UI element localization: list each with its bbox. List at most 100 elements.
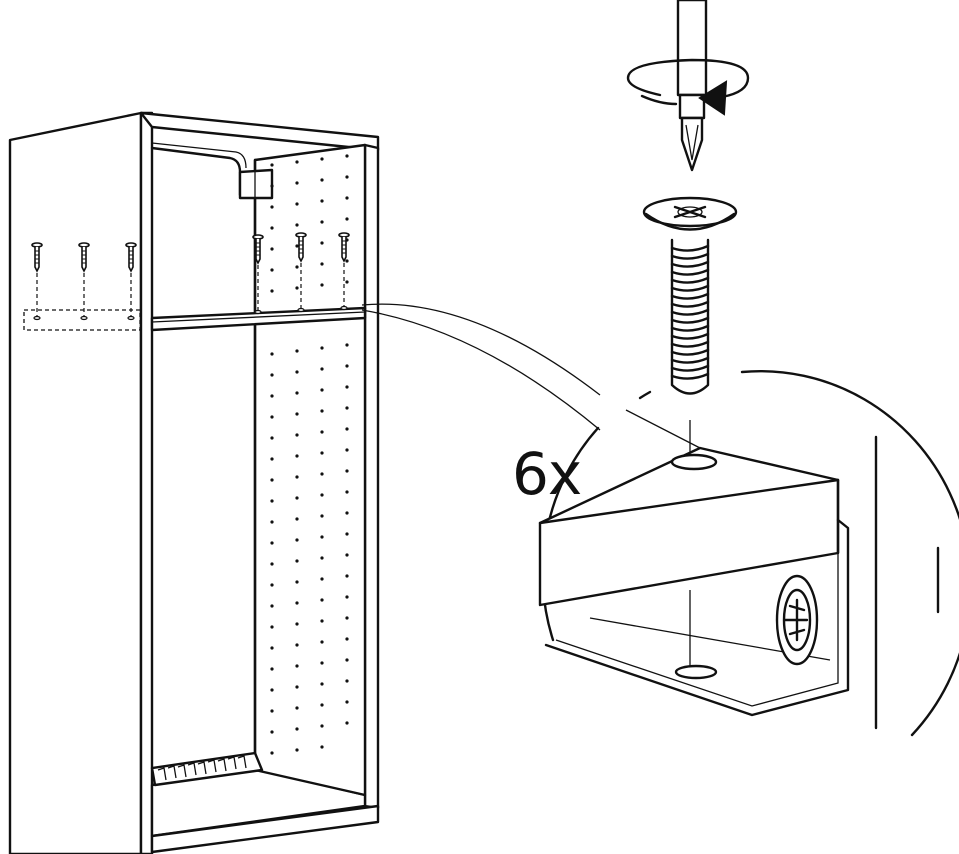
detail-magnified-view bbox=[538, 370, 959, 737]
pin-hole bbox=[295, 685, 299, 689]
cabinet-top-panel bbox=[139, 111, 380, 152]
pin-hole bbox=[345, 448, 349, 452]
pin-hole bbox=[320, 619, 324, 623]
pin-hole bbox=[295, 559, 299, 563]
pin-hole bbox=[320, 682, 324, 686]
pin-hole bbox=[270, 625, 274, 629]
small-screw bbox=[252, 234, 264, 315]
screw-thread bbox=[670, 316, 710, 324]
pin-hole bbox=[345, 490, 349, 494]
small-screw bbox=[78, 242, 90, 321]
pin-hole bbox=[345, 721, 349, 725]
pin-hole bbox=[320, 703, 324, 707]
pin-hole bbox=[270, 352, 274, 356]
pin-hole bbox=[320, 220, 324, 224]
pin-hole bbox=[295, 202, 299, 206]
pin-hole bbox=[345, 343, 349, 347]
pin-hole bbox=[270, 730, 274, 734]
pin-hole bbox=[345, 616, 349, 620]
screw-thread bbox=[670, 372, 710, 380]
pin-hole bbox=[320, 262, 324, 266]
pin-hole bbox=[270, 604, 274, 608]
pin-hole bbox=[345, 532, 349, 536]
pin-hole bbox=[270, 667, 274, 671]
pin-hole bbox=[270, 436, 274, 440]
screw-thread bbox=[670, 276, 710, 284]
pin-hole bbox=[320, 493, 324, 497]
pin-hole bbox=[295, 601, 299, 605]
screwdriver-shaft bbox=[676, 0, 708, 97]
pin-hole bbox=[270, 415, 274, 419]
pin-hole bbox=[320, 724, 324, 728]
pin-hole bbox=[295, 622, 299, 626]
pin-hole bbox=[270, 541, 274, 545]
pin-hole bbox=[295, 391, 299, 395]
pin-hole bbox=[345, 280, 349, 284]
pin-hole bbox=[270, 289, 274, 293]
pin-hole bbox=[270, 709, 274, 713]
pin-hole bbox=[295, 265, 299, 269]
pin-hole bbox=[320, 430, 324, 434]
screw-thread bbox=[670, 284, 710, 292]
screw-thread bbox=[670, 348, 710, 356]
pin-hole bbox=[270, 373, 274, 377]
bracket-screw-hole bbox=[674, 664, 718, 680]
pin-hole bbox=[345, 658, 349, 662]
pin-hole bbox=[295, 412, 299, 416]
pin-hole bbox=[320, 745, 324, 749]
pin-hole bbox=[345, 700, 349, 704]
screw-thread bbox=[670, 260, 710, 268]
pin-hole bbox=[320, 514, 324, 518]
pin-hole bbox=[270, 226, 274, 230]
cabinet-left-panel bbox=[8, 111, 143, 854]
pin-hole bbox=[345, 364, 349, 368]
pin-hole bbox=[345, 217, 349, 221]
screw-thread bbox=[670, 340, 710, 348]
small-screw bbox=[338, 232, 350, 311]
pin-hole bbox=[345, 427, 349, 431]
pin-hole bbox=[320, 451, 324, 455]
screw-thread bbox=[670, 300, 710, 308]
screw-thread bbox=[670, 308, 710, 316]
rotate-clockwise-arrow bbox=[626, 58, 750, 116]
pin-hole bbox=[295, 580, 299, 584]
pin-hole bbox=[270, 520, 274, 524]
pin-hole bbox=[345, 469, 349, 473]
pin-hole bbox=[270, 205, 274, 209]
pin-hole bbox=[320, 178, 324, 182]
hinge-block bbox=[238, 168, 274, 200]
pin-hole bbox=[270, 394, 274, 398]
cabinet-bottom-edge bbox=[150, 804, 380, 854]
pin-hole bbox=[345, 511, 349, 515]
pin-hole bbox=[320, 556, 324, 560]
pin-hole bbox=[320, 367, 324, 371]
pin-hole bbox=[345, 595, 349, 599]
screwdriver-tip bbox=[680, 116, 704, 172]
cabinet-left-edge bbox=[139, 111, 154, 854]
pin-hole bbox=[295, 643, 299, 647]
pin-hole bbox=[320, 157, 324, 161]
pin-hole bbox=[345, 259, 349, 263]
pin-hole bbox=[270, 646, 274, 650]
pin-hole bbox=[320, 640, 324, 644]
screw-thread bbox=[670, 356, 710, 364]
quantity-label: 6x bbox=[512, 440, 582, 508]
pin-hole bbox=[270, 562, 274, 566]
pin-hole bbox=[295, 727, 299, 731]
pin-hole bbox=[270, 247, 274, 251]
pin-hole bbox=[270, 688, 274, 692]
pin-hole bbox=[295, 454, 299, 458]
pin-hole bbox=[320, 409, 324, 413]
pin-hole bbox=[295, 748, 299, 752]
screw-thread bbox=[670, 244, 710, 252]
shelf-screw-hole-top bbox=[670, 453, 718, 471]
pin-hole bbox=[270, 184, 274, 188]
detail-circle-right-arc bbox=[740, 370, 959, 737]
cabinet-frame bbox=[8, 111, 380, 854]
pin-hole bbox=[270, 751, 274, 755]
pin-hole bbox=[295, 433, 299, 437]
screw-thread bbox=[670, 252, 710, 260]
cabinet-screws bbox=[31, 232, 350, 321]
